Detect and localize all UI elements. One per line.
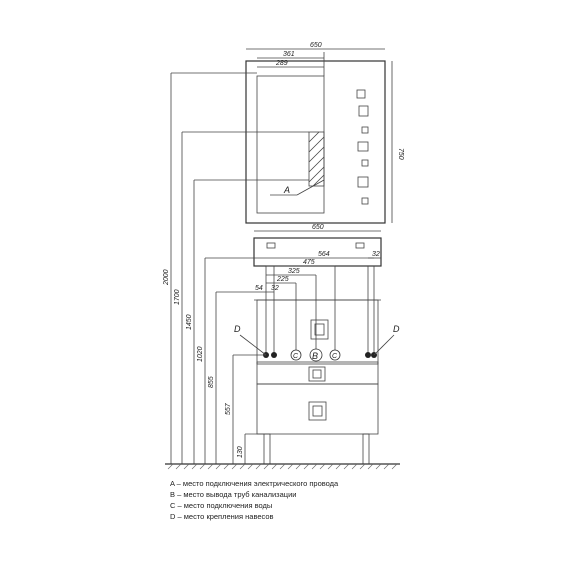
legend-item-b: B – место вывода труб канализации — [170, 490, 297, 499]
mount-point-right-1 — [365, 352, 371, 358]
legend-item-a: A – место подключения электрического про… — [170, 479, 339, 488]
cabinet-dim-564-label: 564 — [318, 251, 330, 258]
water-point-left — [290, 349, 302, 361]
cabinet-body — [256, 299, 379, 365]
mirror-frame — [245, 60, 386, 224]
marker-d-left: D — [234, 324, 241, 334]
leg-left — [263, 433, 271, 465]
svg-text:C: C — [293, 353, 299, 360]
mirror: 650 361 289 750 A — [245, 42, 404, 224]
mirror-dim-361-label: 361 — [283, 51, 295, 58]
dim-2000-label: 2000 — [163, 269, 170, 286]
mirror-squares — [356, 89, 369, 205]
cabinet-dim-32a-label: 32 — [271, 285, 279, 292]
dim-1450-label: 1450 — [186, 314, 193, 330]
marker-d-right: D — [393, 324, 400, 334]
legend: A – место подключения электрического про… — [170, 478, 338, 522]
marker-b: B — [312, 351, 318, 361]
dim-1700-label: 1700 — [174, 289, 181, 305]
cabinet-dim-325-label: 325 — [288, 268, 300, 275]
mirror-inner — [256, 75, 325, 214]
vertical-dimensions: 2000 1700 1450 1020 855 557 130 — [163, 72, 309, 464]
cabinet-dim-54-label: 54 — [255, 285, 263, 292]
mirror-width-label: 650 — [310, 42, 322, 49]
hatch-block — [308, 131, 325, 187]
marker-a: A — [283, 185, 290, 195]
leg-right — [362, 433, 370, 465]
dim-855-label: 855 — [208, 376, 215, 388]
cabinet-dim-32b-label: 32 — [372, 251, 380, 258]
cabinet-dim-475-label: 475 — [303, 259, 315, 266]
water-point-right — [329, 349, 341, 361]
floor — [165, 463, 400, 470]
dim-557-label: 557 — [225, 402, 232, 415]
drawer-lower — [256, 383, 379, 435]
drain-point — [309, 348, 323, 362]
cabinet-dim-225-label: 225 — [276, 276, 289, 283]
cabinet-handle-upper — [310, 319, 329, 340]
legend-item-c: C – место подключения воды — [170, 501, 273, 510]
cabinet: 650 564 475 325 225 54 32 32 C B C D D — [234, 224, 400, 465]
dim-1020-label: 1020 — [197, 346, 204, 362]
dim-130-label: 130 — [237, 446, 244, 458]
cabinet-width-label: 650 — [312, 224, 324, 231]
mirror-height-label: 750 — [397, 148, 404, 160]
legend-item-d: D – место крепления навесов — [170, 512, 274, 521]
mirror-dim-289-label: 289 — [275, 60, 288, 67]
marker-c: C — [332, 353, 338, 360]
mount-point-left-2 — [271, 352, 277, 358]
